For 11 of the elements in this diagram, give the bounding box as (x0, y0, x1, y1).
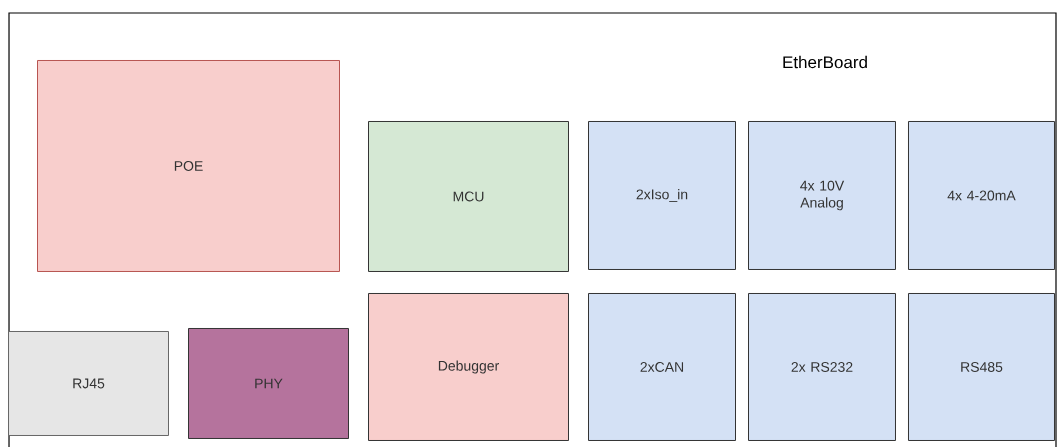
mcu-block: MCU (368, 121, 569, 272)
poe-block: POE (37, 60, 340, 272)
io-block: 4x 4-20mA (908, 121, 1055, 270)
io-block: 2x RS232 (748, 293, 896, 441)
debugger-block: Debugger (368, 293, 569, 441)
io-block: 2xCAN (588, 293, 736, 441)
io-block: 4x 10V Analog (748, 121, 896, 270)
connector-block: RJ45 (8, 331, 169, 436)
io-block: RS485 (908, 293, 1055, 441)
io-block: 2xIso_in (588, 121, 736, 270)
phy-block: PHY (188, 328, 349, 439)
